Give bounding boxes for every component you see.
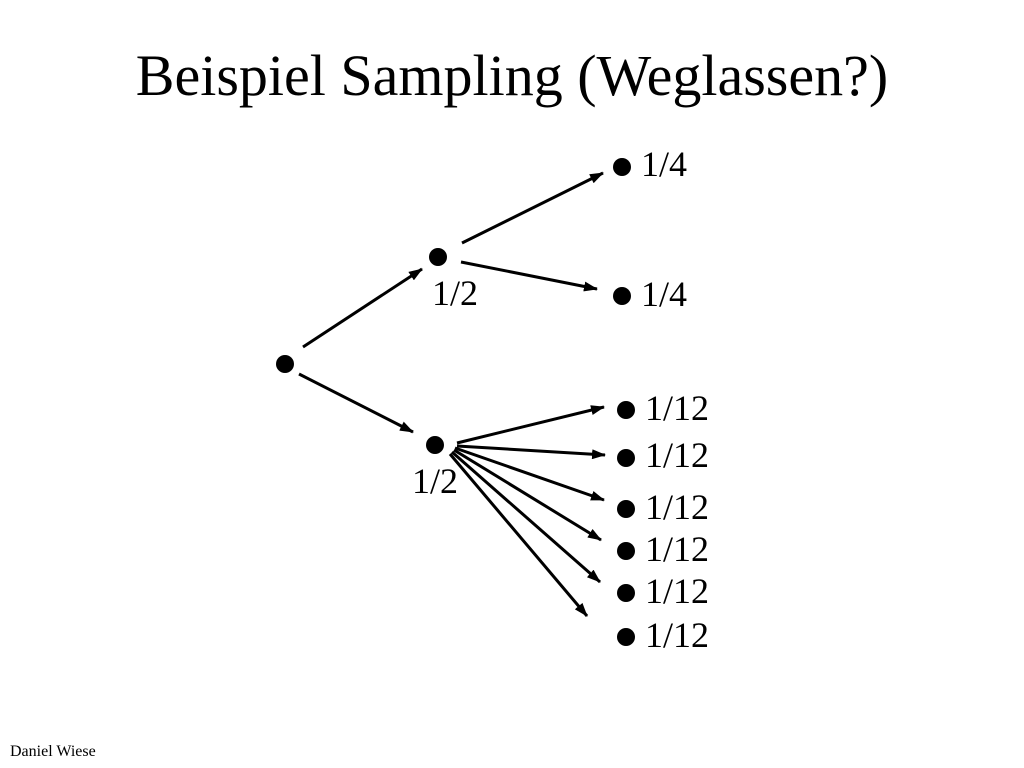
edge-branch-2-to-leaf-6 <box>448 453 589 617</box>
leaf-1-1-node <box>613 158 631 176</box>
leaf-2-2-node <box>617 449 635 467</box>
leaf-2-1-node <box>617 401 635 419</box>
leaf-2-4-node <box>617 542 635 560</box>
edge-branch-2-to-leaf-4 <box>453 448 602 542</box>
edge-branch-2-to-leaf-3 <box>454 446 605 502</box>
leaf-2-5-node <box>617 584 635 602</box>
root-node <box>276 355 294 373</box>
leaf-1-2-probability-label: 1/4 <box>641 274 687 314</box>
edge-root-to-branch-1 <box>302 267 423 349</box>
edge-branch-2-to-leaf-1 <box>456 405 605 445</box>
leaf-1-2-node <box>613 287 631 305</box>
edge-branch-2-to-leaf-5 <box>451 450 601 584</box>
leaf-2-6-node <box>617 628 635 646</box>
leaf-1-1-probability-label: 1/4 <box>641 144 687 184</box>
leaf-2-3-probability-label: 1/12 <box>645 487 709 527</box>
edge-branch-1-to-leaf-1 <box>461 171 604 245</box>
branch-1-node <box>429 248 447 266</box>
edge-root-to-branch-2 <box>298 372 414 434</box>
leaf-2-4-probability-label: 1/12 <box>645 529 709 569</box>
leaf-2-2-probability-label: 1/12 <box>645 435 709 475</box>
branch-1-probability-label: 1/2 <box>432 273 478 313</box>
slide-title: Beispiel Sampling (Weglassen?) <box>135 43 889 108</box>
leaf-2-3-node <box>617 500 635 518</box>
footer-author: Daniel Wiese <box>10 743 96 760</box>
leaf-2-1-probability-label: 1/12 <box>645 388 709 428</box>
edge-branch-1-to-leaf-2 <box>460 260 598 292</box>
branch-2-probability-label: 1/2 <box>412 461 458 501</box>
leaf-2-5-probability-label: 1/12 <box>645 571 709 611</box>
leaf-2-6-probability-label: 1/12 <box>645 615 709 655</box>
branch-2-node <box>426 436 444 454</box>
edge-branch-2-to-leaf-2 <box>456 444 606 460</box>
